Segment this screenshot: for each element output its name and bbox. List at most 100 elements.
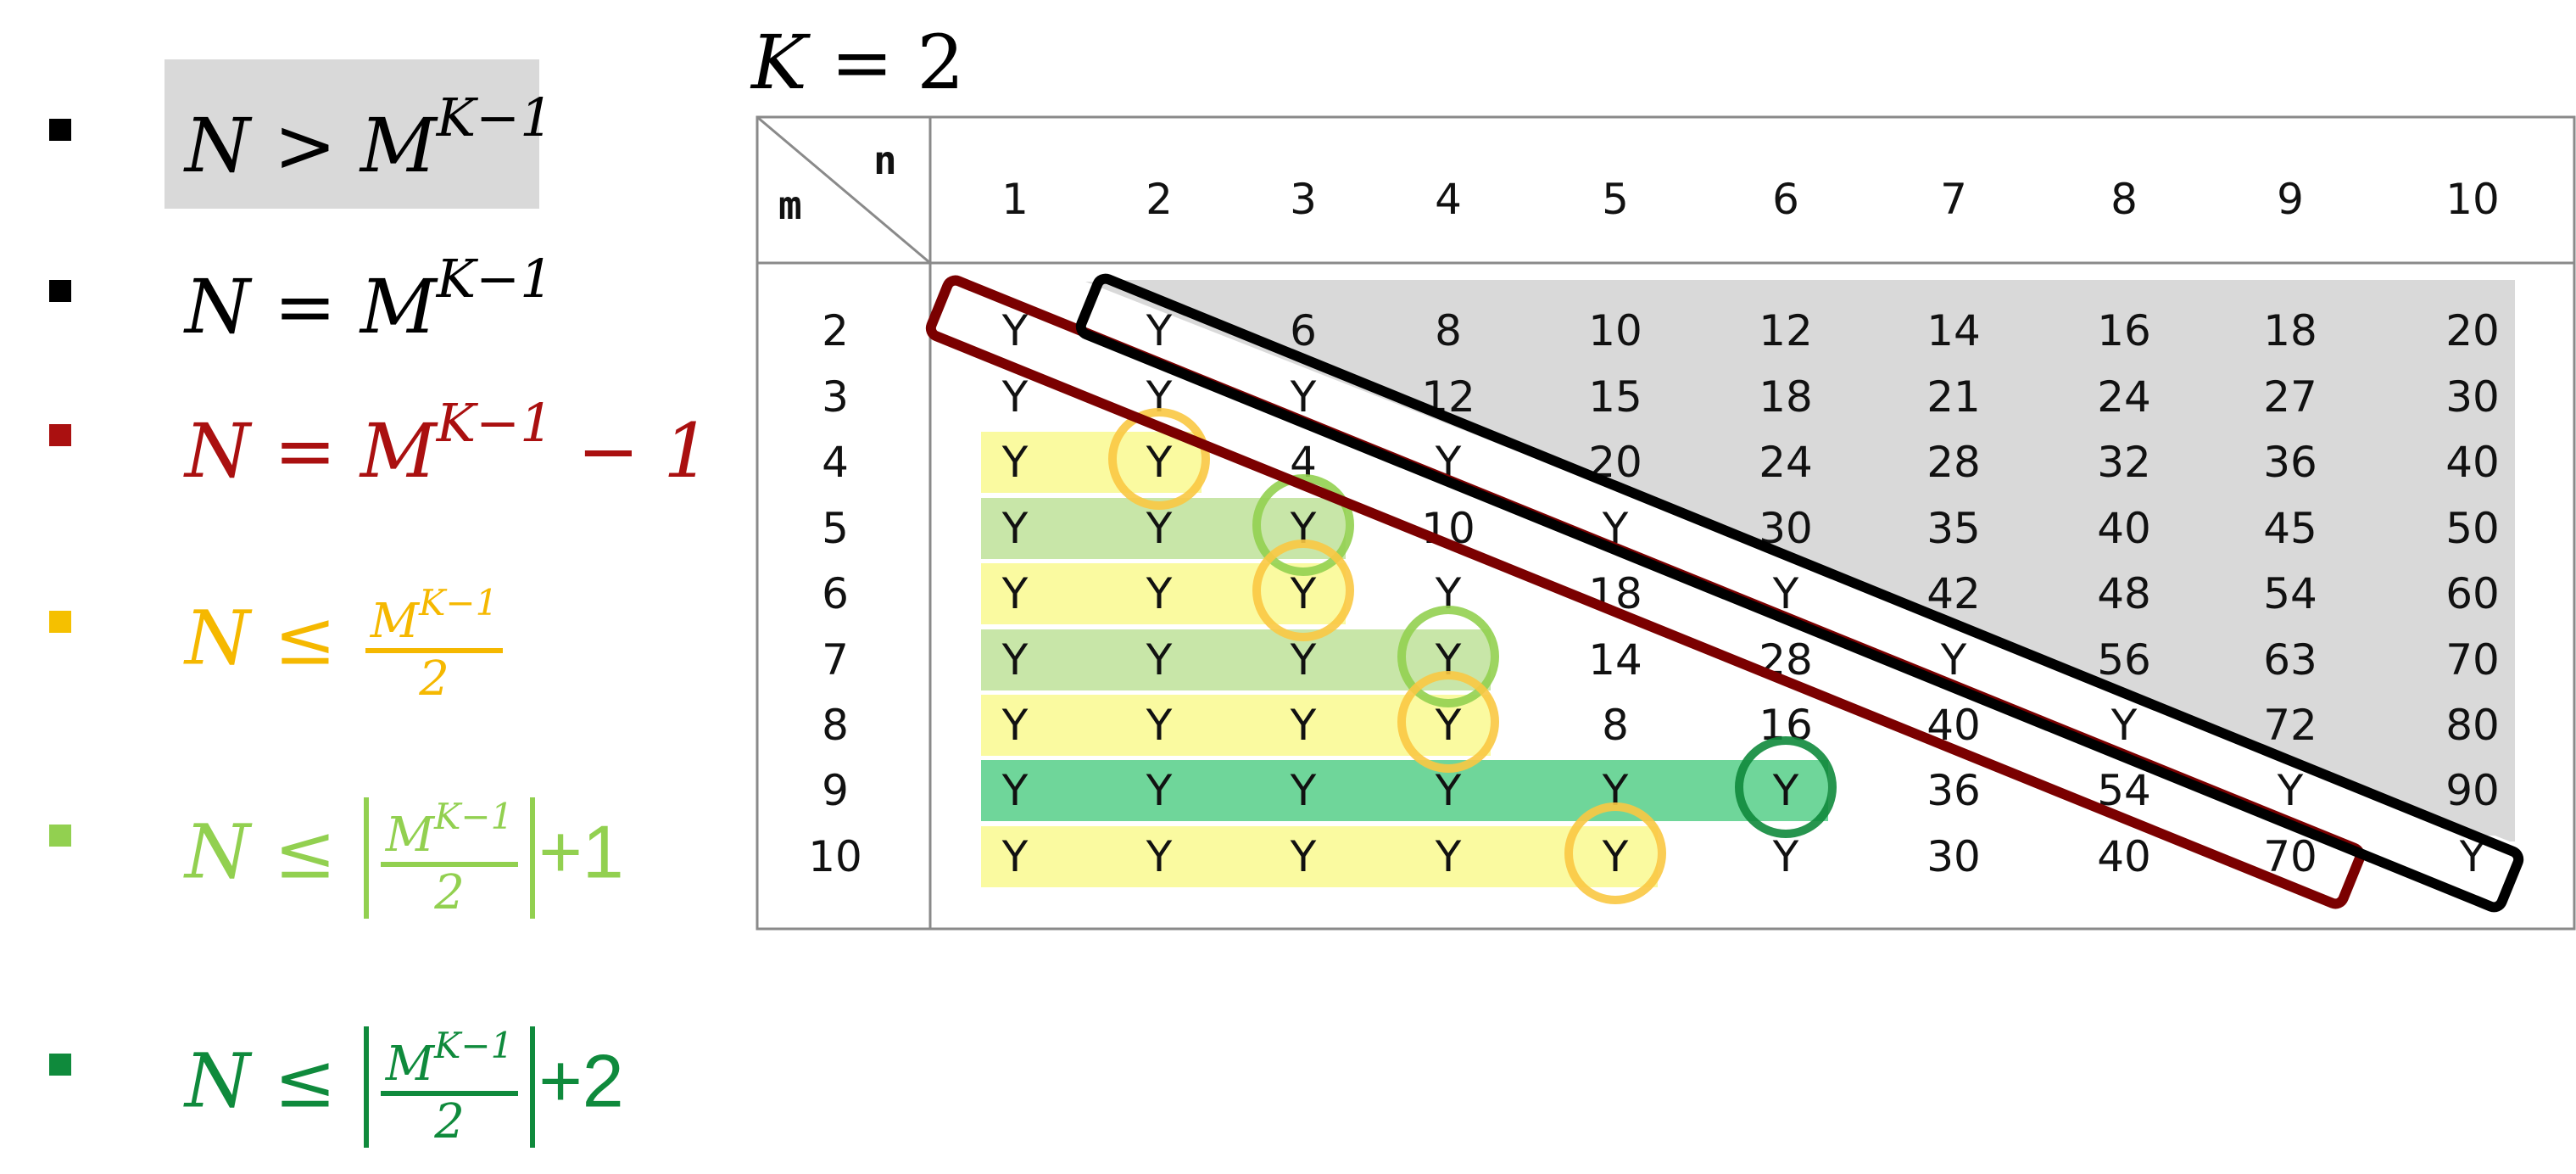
- band-row-6: [981, 563, 1346, 624]
- table-cell: Y: [1146, 635, 1173, 685]
- table-cell: 12: [1759, 306, 1813, 355]
- table-cell: 42: [1926, 569, 1981, 618]
- table-cell: 50: [2445, 504, 2500, 553]
- table-cell: 21: [1926, 372, 1981, 422]
- table-frame: [756, 115, 2576, 931]
- formula-highlight: [164, 59, 539, 209]
- table-cell: Y: [1772, 766, 1799, 815]
- band-row-10: [981, 826, 1658, 887]
- column-header: 7: [1940, 175, 1967, 224]
- legend-bullet: [49, 611, 71, 633]
- table-cell: Y: [1001, 504, 1029, 553]
- column-header: 3: [1290, 175, 1317, 224]
- row-header: 8: [822, 701, 849, 750]
- table-cell: Y: [1435, 701, 1462, 750]
- legend-item-eq: N = MK−1: [0, 246, 721, 382]
- annotation-layer: [925, 273, 2524, 913]
- row-header: 6: [822, 569, 849, 618]
- table-cell: Y: [1001, 766, 1029, 815]
- table-cell: Y: [1290, 635, 1317, 685]
- legend-bullet: [49, 119, 71, 141]
- column-header: 4: [1435, 175, 1462, 224]
- table-cell: 27: [2263, 372, 2317, 422]
- circle-m10-n5: [1564, 802, 1666, 904]
- column-header: 9: [2277, 175, 2304, 224]
- table-cell: Y: [1290, 766, 1317, 815]
- legend-bullet: [49, 280, 71, 302]
- table-cell: Y: [1001, 635, 1029, 685]
- row-header: 4: [822, 438, 849, 487]
- table-cell: 70: [2263, 832, 2317, 881]
- row-header: 9: [822, 766, 849, 815]
- band-row-4: [981, 432, 1202, 493]
- table-cell: 45: [2263, 504, 2317, 553]
- band-row-9: [981, 760, 1828, 821]
- table-cell: 56: [2097, 635, 2151, 685]
- column-header: 5: [1602, 175, 1629, 224]
- table-cell: 63: [2263, 635, 2317, 685]
- corner-label-n: n: [873, 137, 897, 183]
- column-header: 1: [1001, 175, 1029, 224]
- table-cell: 80: [2445, 701, 2500, 750]
- table-cell: Y: [1146, 766, 1173, 815]
- table-cell: 36: [2263, 438, 2317, 487]
- table-cell: Y: [1001, 306, 1029, 355]
- table-cell: Y: [2110, 701, 2138, 750]
- table-cell: 40: [2097, 504, 2151, 553]
- table-cell: 40: [2097, 832, 2151, 881]
- table-cell: Y: [1602, 832, 1629, 881]
- table-cell: 30: [1926, 832, 1981, 881]
- table-cell: Y: [1001, 569, 1029, 618]
- legend-item-eqm1: N = MK−1 − 1: [0, 390, 721, 526]
- table-cell: Y: [1772, 832, 1799, 881]
- table-cell: Y: [1001, 372, 1029, 422]
- diagonal-n-equals-mk-1: [1075, 273, 2524, 913]
- table-cell: 36: [1926, 766, 1981, 815]
- table-cell: 90: [2445, 766, 2500, 815]
- table-cell: Y: [1290, 569, 1317, 618]
- table-cell: 40: [2445, 438, 2500, 487]
- table-cell: Y: [1435, 766, 1462, 815]
- table-cell: 8: [1602, 701, 1629, 750]
- table-grid: [756, 115, 2576, 931]
- table-cell: 15: [1588, 372, 1642, 422]
- circle-m4-n2: [1108, 408, 1210, 510]
- table-cell: Y: [1146, 438, 1173, 487]
- column-header: 10: [2445, 175, 2500, 224]
- legend-bullet: [49, 1054, 71, 1076]
- table-cell: 10: [1588, 306, 1642, 355]
- table-cell: 35: [1926, 504, 1981, 553]
- table-cell: 6: [1290, 306, 1317, 355]
- table-cell: 60: [2445, 569, 2500, 618]
- table-cell: 70: [2445, 635, 2500, 685]
- column-header: 8: [2110, 175, 2138, 224]
- table-cell: 24: [2097, 372, 2151, 422]
- table-cell: 28: [1926, 438, 1981, 487]
- table-cell: Y: [1290, 701, 1317, 750]
- circle-m8-n4: [1397, 671, 1499, 773]
- column-header: 6: [1772, 175, 1799, 224]
- table-cell: 18: [1759, 372, 1813, 422]
- circle-m9-n6: [1735, 736, 1837, 838]
- corner-label-m: m: [778, 182, 802, 228]
- table-cell: 24: [1759, 438, 1813, 487]
- table-cell: Y: [1001, 701, 1029, 750]
- table-cell: Y: [1146, 504, 1173, 553]
- row-header: 10: [808, 832, 862, 881]
- table-cell: 30: [2445, 372, 2500, 422]
- table-cell: 16: [2097, 306, 2151, 355]
- circle-m6-n3: [1252, 539, 1354, 641]
- table-cell: Y: [1146, 832, 1173, 881]
- legend-bullet: [49, 825, 71, 847]
- row-header: 3: [822, 372, 849, 422]
- table-cell: Y: [1001, 438, 1029, 487]
- band-row-8: [981, 695, 1491, 756]
- table-cell: Y: [1146, 701, 1173, 750]
- table-cell: Y: [1290, 832, 1317, 881]
